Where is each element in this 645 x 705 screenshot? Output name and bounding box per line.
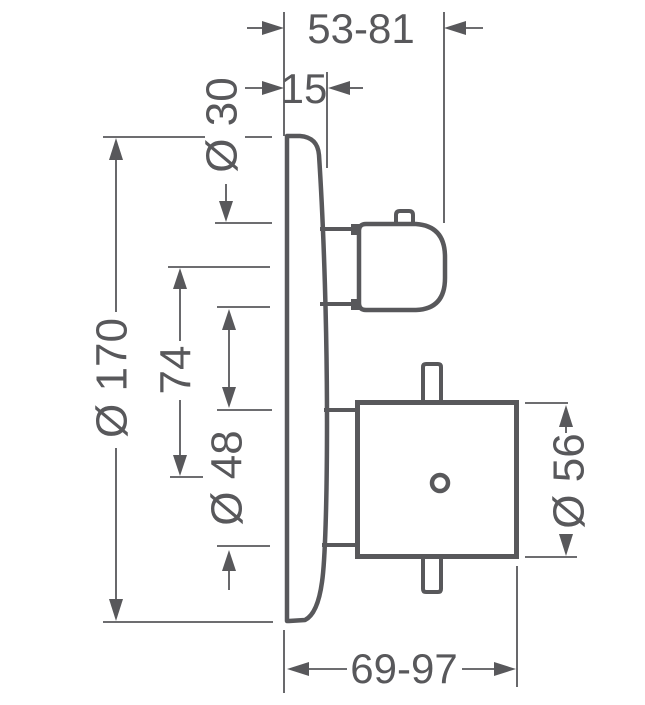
dimension-plate-adjust-depth: 15	[245, 65, 363, 168]
arrow-down-icon	[559, 534, 573, 556]
dimension-top-depth-range: 53-81	[247, 5, 483, 223]
dimension-bottom-depth-range: 69-97	[283, 566, 518, 693]
dimension-center-distance: 74	[152, 266, 270, 478]
arrow-up-icon	[222, 550, 236, 571]
dim-label-o48: Ø 48	[203, 430, 252, 525]
arrow-right-icon	[494, 662, 516, 676]
dim-label-o170: Ø 170	[88, 318, 137, 438]
arrow-down-icon	[219, 201, 233, 222]
arrow-up-icon	[173, 268, 187, 289]
handle-joint-notch-bottom	[351, 299, 360, 310]
arrow-left-icon	[287, 662, 309, 676]
dim-label-15: 15	[281, 65, 328, 112]
dim-label-53-81: 53-81	[307, 5, 414, 52]
dimension-sleeve-diameter: Ø 48	[203, 387, 272, 590]
arrow-right-icon	[262, 81, 284, 95]
thermostat-handle-body	[356, 221, 448, 313]
handle-joint-notch-top	[351, 224, 360, 235]
spindle-bar-top	[421, 362, 443, 402]
dimension-knob-diameter: Ø 56	[525, 402, 594, 558]
handle-stop-tab	[394, 209, 415, 225]
dim-label-o30: Ø 30	[198, 77, 247, 172]
arrow-up-icon	[109, 138, 123, 160]
center-screw-hole	[429, 472, 451, 494]
arrow-left-icon	[328, 81, 350, 95]
escutcheon-plate	[284, 133, 330, 624]
spindle-bar-bottom	[421, 557, 443, 594]
arrow-right-icon	[262, 21, 284, 35]
valve-trim-object	[284, 133, 519, 624]
arrow-left-icon	[444, 21, 466, 35]
arrow-up-icon	[222, 309, 236, 330]
dimension-handle-diameter: Ø 30	[198, 77, 272, 387]
dim-label-74: 74	[152, 346, 201, 395]
arrow-down-icon	[222, 387, 236, 408]
arrow-up-icon	[559, 405, 573, 427]
arrow-down-icon	[173, 455, 187, 476]
dim-label-69-97: 69-97	[350, 645, 457, 692]
dim-label-o56: Ø 56	[545, 433, 594, 528]
arrow-down-icon	[109, 599, 123, 621]
dimension-plate-diameter: Ø 170	[88, 136, 273, 623]
